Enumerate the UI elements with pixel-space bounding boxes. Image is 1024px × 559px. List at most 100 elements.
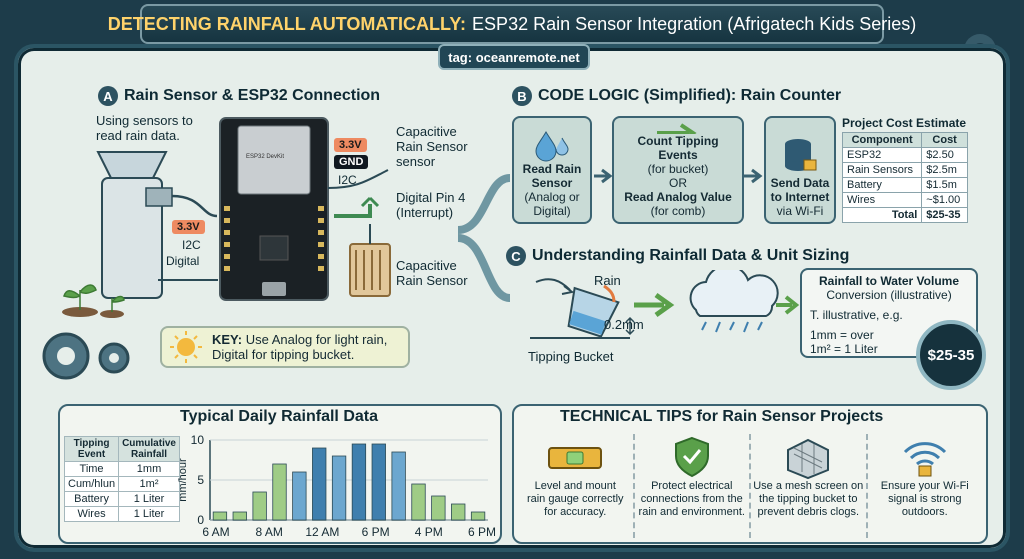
bar — [232, 511, 247, 521]
tipping-bucket-icon — [530, 278, 635, 339]
label-i2c-top: I2C — [338, 173, 357, 187]
tip-text: Protect electrical — [651, 480, 733, 492]
tip-item-wifi: Ensure your Wi-Fi signal is strong outdo… — [865, 434, 983, 538]
x-tick-label: 6 AM — [202, 525, 229, 539]
daily-cell: Time — [63, 461, 120, 477]
sun-icon — [170, 331, 202, 363]
badge-3v3-top: 3.3V — [334, 138, 367, 152]
cap-sensor-label-top: Capacitive Rain Sensor sensor — [396, 124, 468, 169]
gears-icon — [42, 332, 130, 380]
bar — [470, 511, 486, 521]
table-row: Rain Sensors$2.5m — [841, 162, 968, 178]
esp32-chip-label: ESP32 DevKit — [246, 154, 285, 160]
cost-cell: Wires — [841, 192, 923, 208]
bar — [252, 491, 267, 521]
tip-text: signal is strong — [888, 493, 962, 505]
cost-total-value: $25-35 — [921, 207, 968, 223]
database-lock-icon — [785, 139, 817, 171]
conv-title-2: Conversion (illustrative) — [826, 288, 952, 302]
table-row: ESP32$2.50 — [841, 147, 968, 163]
daily-cell: 1 Liter — [118, 506, 180, 522]
tip-text: connections from the — [640, 493, 743, 505]
mesh-screen-icon — [787, 438, 830, 480]
tip-item-mesh: Use a mesh screen on the tipping bucket … — [749, 434, 866, 538]
table-row: Wires~$1.00 — [841, 192, 968, 208]
x-tick-label: 6 PM — [362, 525, 390, 539]
cap-sensor-label-bottom: Capacitive Rain Sensor — [396, 258, 468, 288]
tips-title: TECHNICAL TIPS for Rain Sensor Projects — [560, 408, 884, 425]
tip-text: Use a mesh screen on — [753, 480, 864, 492]
key-line-2: Digital for tipping bucket. — [212, 347, 355, 362]
key-bold: KEY: — [212, 332, 243, 347]
section-b-title: CODE LOGIC (Simplified): Rain Counter — [538, 87, 842, 104]
price-badge: $25-35 — [916, 320, 986, 390]
cost-cell: ~$1.00 — [921, 192, 968, 208]
conv-line-3: 1m² = 1 Liter — [810, 342, 878, 356]
daily-header-event: Tipping Event — [63, 436, 120, 462]
x-tick-label: 4 PM — [415, 525, 443, 539]
wire-lines — [158, 169, 389, 281]
key-note: KEY: Use Analog for light rain, Digital … — [160, 326, 410, 368]
box3-sub: via Wi-Fi — [776, 204, 824, 218]
rain-label: Rain — [594, 273, 621, 288]
cost-cell: ESP32 — [841, 147, 923, 163]
tip-text: rain and environment. — [638, 506, 745, 518]
daily-cell: 1 Liter — [118, 491, 180, 507]
daily-cell: 1mm — [118, 461, 180, 477]
x-tick-label: 8 AM — [256, 525, 283, 539]
capacitive-sensor-icon — [334, 196, 391, 297]
tip-text: Level and mount — [534, 480, 616, 492]
shield-hand-icon — [674, 436, 709, 478]
box2-bold2: Read Analog Value — [624, 190, 732, 204]
box2-sub1: (for bucket) — [647, 162, 709, 176]
cap-bot-2: Rain Sensor — [396, 273, 468, 288]
tip-text: the tipping bucket to — [759, 493, 858, 505]
y-tick-label: 5 — [197, 473, 204, 487]
section-b-heading: B CODE LOGIC (Simplified): Rain Counter — [512, 86, 841, 106]
section-a-intro: Using sensors to read rain data. — [96, 113, 193, 143]
y-tick-label: 10 — [191, 433, 205, 447]
bar — [331, 455, 347, 521]
section-a-letter: A — [98, 86, 118, 106]
cost-cell: Rain Sensors — [841, 162, 923, 178]
bar — [212, 511, 228, 521]
cap-bot-1: Capacitive — [396, 258, 457, 273]
box1-sub: (Analog or Digital) — [524, 190, 580, 218]
pin-line-1: Digital Pin 4 — [396, 190, 466, 205]
page-title: DETECTING RAINFALL AUTOMATICALLY: ESP32 … — [108, 4, 916, 44]
bar — [411, 483, 426, 521]
tip-text: rain gauge correctly — [526, 493, 624, 505]
daily-cell: 1m² — [118, 476, 180, 492]
flow-arrows — [594, 168, 763, 184]
tip-item-level: Level and mount rain gauge correctly for… — [518, 434, 633, 538]
cost-total-label: Total — [841, 207, 923, 223]
conv-title-1: Rainfall to Water Volume — [818, 274, 959, 288]
box2-bold1: Count Tipping Events — [637, 134, 719, 162]
conv-line-2: 1mm = over — [810, 328, 874, 342]
cost-cell: $2.5m — [921, 162, 968, 178]
bar — [371, 443, 386, 521]
cost-cell: $2.50 — [921, 147, 968, 163]
logic-send-data: Send Data to Internet via Wi-Fi — [764, 116, 836, 224]
x-tick-label: 12 AM — [305, 525, 339, 539]
tipping-bucket-label: Tipping Bucket — [528, 349, 614, 364]
box1-bold: Read Rain Sensor — [522, 162, 582, 190]
box3-bold: Send Data to Internet — [770, 176, 830, 204]
table-row: Battery$1.5m — [841, 177, 968, 193]
y-tick-label: 0 — [197, 513, 204, 527]
conv-line-1: T. illustrative, e.g. — [810, 308, 903, 322]
esp32-board-icon — [219, 117, 329, 301]
daily-title: Typical Daily Rainfall Data — [180, 408, 378, 425]
tips-row: Level and mount rain gauge correctly for… — [518, 434, 982, 538]
wifi-lock-icon — [903, 442, 946, 477]
title-bold: DETECTING RAINFALL AUTOMATICALLY: — [107, 13, 467, 34]
daily-cell: Cum/hlun — [63, 476, 120, 492]
tip-text: Ensure your Wi-Fi — [880, 480, 969, 492]
section-c-title: Understanding Rainfall Data & Unit Sizin… — [532, 247, 850, 264]
cost-header-component: Component — [841, 132, 923, 148]
